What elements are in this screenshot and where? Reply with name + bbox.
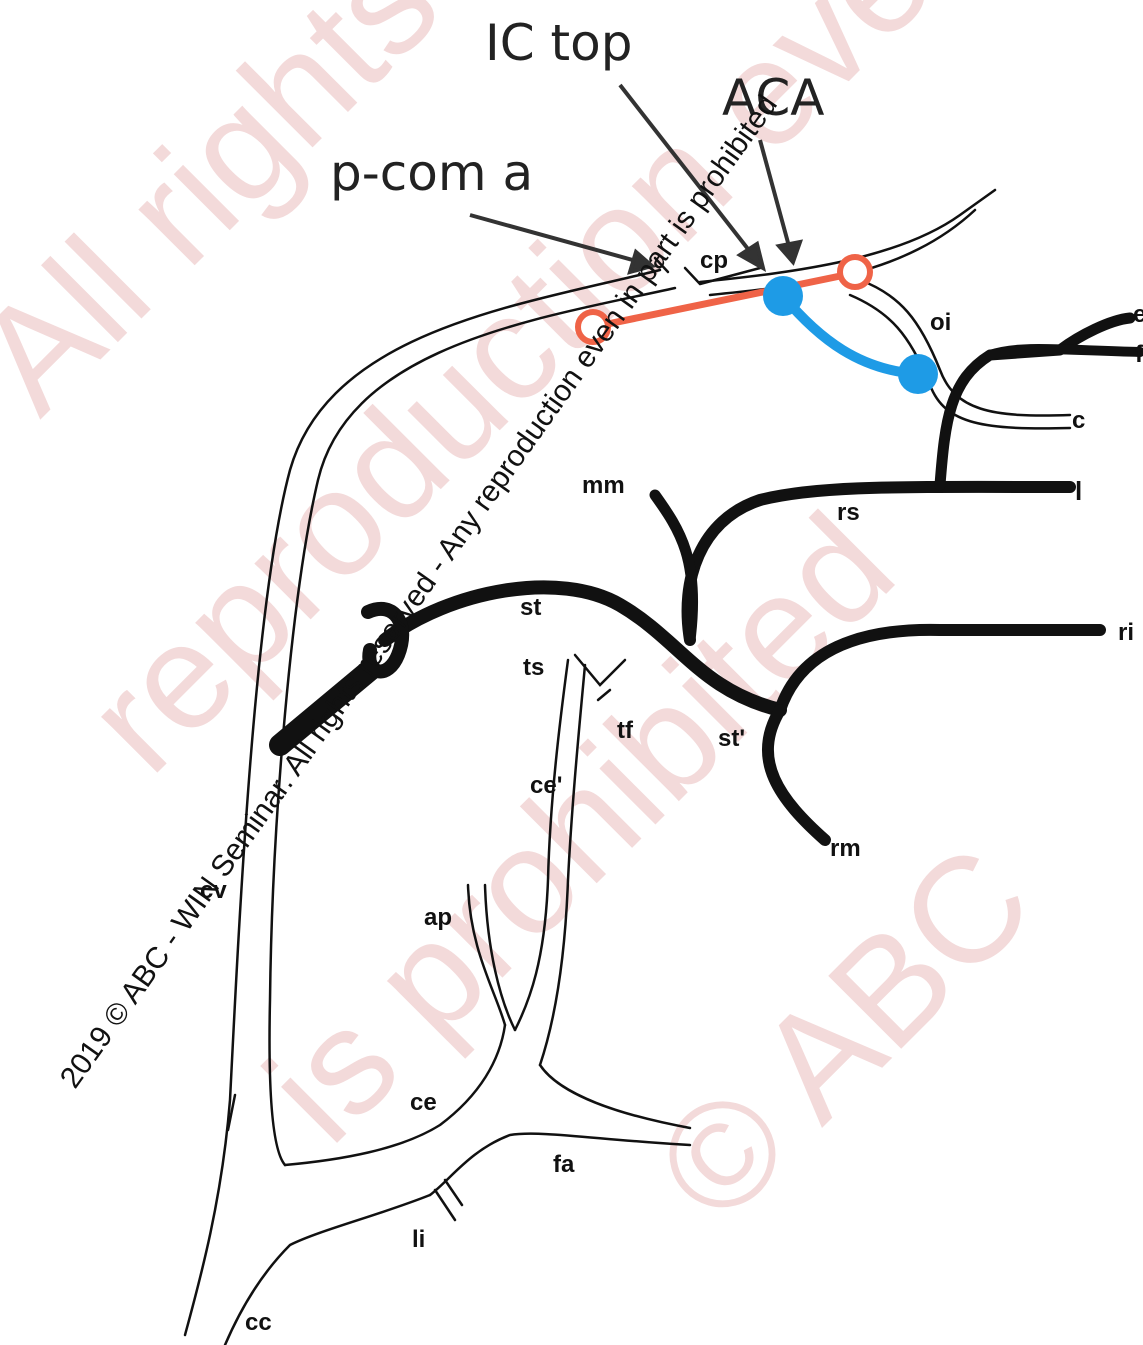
ri-branch <box>774 623 1106 716</box>
ic-top-arrow-head <box>736 240 767 273</box>
carotid-trunk <box>183 188 1072 1345</box>
label-fa: fa <box>553 1151 575 1178</box>
ce2-wall-1 <box>513 658 570 1032</box>
trunk-outer-wall <box>183 268 662 1337</box>
anatomy-labels: cp oi c l rs mm st ri st' rm ts tf ce' a… <box>200 247 1143 1336</box>
oi-wall-upper <box>858 278 1072 417</box>
aca-marker <box>763 276 938 394</box>
label-rm: rm <box>830 835 861 862</box>
pcom-arrow-head <box>627 248 657 275</box>
ic-top-arrow-line <box>618 83 757 260</box>
label-st-prime: st' <box>718 725 745 752</box>
label-f: f <box>1135 341 1143 368</box>
f-branch <box>985 343 1143 360</box>
pcom-stub <box>653 256 762 286</box>
label-ap: ap <box>424 904 452 931</box>
aca-blue-line <box>778 291 923 379</box>
li-stub <box>433 1178 464 1222</box>
label-li: li <box>412 1226 425 1253</box>
pcom-arrow-line <box>469 213 641 264</box>
label-cp: cp <box>700 247 728 274</box>
st-root-segment <box>269 659 381 756</box>
label-cv: cv <box>200 877 227 904</box>
ce2-wall-2 <box>538 663 587 1067</box>
pcom-red-line <box>592 270 851 331</box>
ap-wall-1 <box>466 883 507 1027</box>
label-l: l <box>1075 476 1082 506</box>
cc-wall <box>223 1193 432 1345</box>
pcom-marker <box>575 254 873 345</box>
aca-blue-dot-start <box>763 276 803 316</box>
label-ri: ri <box>1118 619 1134 646</box>
pcom-red-ring-left <box>575 309 611 345</box>
middle-cerebral-branches <box>269 312 1143 846</box>
ce-wall-1 <box>283 1023 507 1167</box>
label-c: c <box>1072 407 1085 434</box>
label-st: st <box>520 594 541 621</box>
label-rs: rs <box>837 499 860 526</box>
label-ts: ts <box>523 654 544 681</box>
ap-wall-2 <box>483 883 517 1032</box>
l-branch <box>934 312 1136 491</box>
oi-wall-lower <box>848 293 1072 430</box>
callout-arrows <box>469 83 804 275</box>
label-tf: tf <box>617 717 634 744</box>
label-mm: mm <box>582 472 625 499</box>
label-ce: ce <box>410 1089 437 1116</box>
label-ce-prime: ce' <box>530 772 562 799</box>
callout-ic-top: IC top <box>485 14 633 72</box>
rm-branch <box>762 704 831 846</box>
trunk-inner-wall <box>268 286 677 1167</box>
label-e: e <box>1133 301 1143 328</box>
fa-wall-top <box>538 1063 692 1130</box>
watermark-text-4: © ABC <box>624 814 1063 1253</box>
mm-branch <box>649 489 699 646</box>
st-branch <box>378 580 787 717</box>
ts-tf-stub <box>573 653 627 702</box>
aca-blue-dot-end <box>898 354 938 394</box>
fa-wall-bottom <box>428 1132 692 1197</box>
callout-pcom: p-com a <box>330 144 533 202</box>
callout-aca: ACA <box>722 69 824 127</box>
pcom-red-ring-right <box>837 254 873 290</box>
label-cc: cc <box>245 1309 272 1336</box>
st-loop <box>361 602 410 679</box>
cv-stub <box>226 1093 237 1132</box>
label-oi: oi <box>930 309 951 336</box>
aca-arrow-head <box>775 239 804 266</box>
aca-arrow-line <box>758 139 792 251</box>
